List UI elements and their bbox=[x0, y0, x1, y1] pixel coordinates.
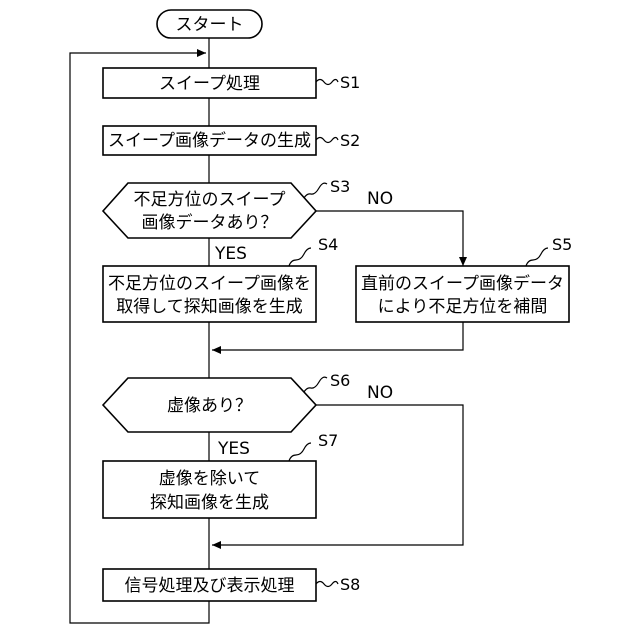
s3-label-line-2: 画像データあり？ bbox=[142, 212, 278, 233]
s2-label: スイープ画像データの生成 bbox=[108, 130, 311, 151]
s8-tag: S8 bbox=[340, 575, 360, 594]
step-s5: 直前のスイープ画像データ により不足方位を補間 bbox=[356, 266, 569, 322]
s5-tag: S5 bbox=[552, 235, 572, 254]
start-terminal: スタート bbox=[157, 10, 262, 38]
s5-leader bbox=[526, 248, 548, 266]
decision-s6: 虚像あり？ bbox=[103, 378, 316, 432]
s6-tag: S6 bbox=[330, 371, 350, 390]
s6-label: 虚像あり？ bbox=[167, 396, 252, 416]
s5-label-line-1: 直前のスイープ画像データ bbox=[361, 273, 564, 294]
s4-label-line-1: 不足方位のスイープ画像を bbox=[108, 274, 311, 294]
step-s2: スイープ画像データの生成 bbox=[103, 126, 316, 155]
s7-label-line-2: 探知画像を生成 bbox=[150, 493, 269, 513]
s4-label-line-2: 取得して探知画像を生成 bbox=[116, 297, 303, 317]
s3-no-label: NO bbox=[367, 189, 393, 209]
step-s4: 不足方位のスイープ画像を 取得して探知画像を生成 bbox=[103, 266, 316, 322]
s6-yes-label: YES bbox=[217, 439, 250, 459]
step-s8: 信号処理及び表示処理 bbox=[103, 569, 316, 601]
connector-s5-merge bbox=[212, 322, 463, 350]
step-s7: 虚像を除いて 探知画像を生成 bbox=[103, 461, 316, 518]
step-tags: S1 S2 S3 S4 S5 S6 S7 S8 bbox=[289, 73, 572, 594]
s3-leader bbox=[304, 183, 327, 198]
s2-tag: S2 bbox=[340, 131, 360, 150]
s3-tag: S3 bbox=[330, 177, 350, 196]
s7-leader bbox=[289, 443, 311, 461]
decision-s3: 不足方位のスイープ 画像データあり？ bbox=[103, 183, 316, 238]
s4-leader bbox=[289, 248, 311, 266]
s8-leader bbox=[316, 582, 338, 587]
s7-tag: S7 bbox=[318, 431, 338, 450]
s8-label: 信号処理及び表示処理 bbox=[125, 576, 295, 596]
s6-no-label: NO bbox=[367, 383, 393, 403]
start-label: スタート bbox=[176, 15, 244, 35]
s1-tag: S1 bbox=[340, 73, 360, 92]
step-s1: スイープ処理 bbox=[103, 68, 316, 98]
s2-leader bbox=[316, 138, 338, 143]
s1-leader bbox=[316, 80, 338, 85]
s4-tag: S4 bbox=[318, 235, 338, 254]
s7-label-line-1: 虚像を除いて bbox=[159, 469, 261, 489]
s3-label-line-1: 不足方位のスイープ bbox=[134, 190, 286, 210]
s5-label-line-2: により不足方位を補間 bbox=[378, 297, 548, 317]
s1-label: スイープ処理 bbox=[159, 74, 260, 94]
s3-yes-label: YES bbox=[214, 244, 247, 264]
s6-leader bbox=[304, 377, 327, 392]
